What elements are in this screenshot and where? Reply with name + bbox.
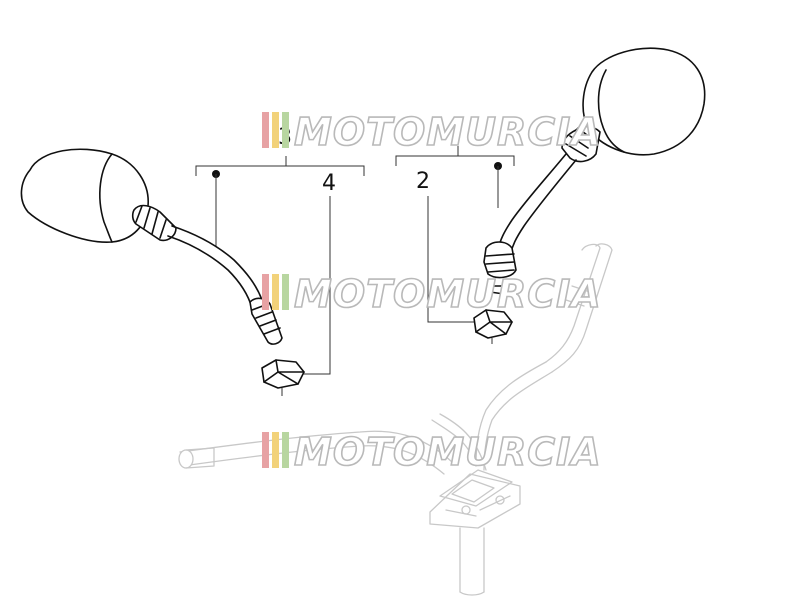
nut-part-2 [473, 309, 513, 344]
watermark-stripe-green [282, 112, 289, 148]
watermark-top: MOTOMURCIA [262, 109, 602, 155]
callout-part-2: 2 [416, 169, 430, 194]
watermark-text: MOTOMURCIA [294, 110, 602, 154]
handlebar-assembly [178, 243, 613, 596]
watermark-stripe-yellow [272, 112, 279, 148]
watermark-text: MOTOMURCIA [294, 430, 602, 474]
watermark-bottom: MOTOMURCIA [262, 429, 602, 475]
watermark-stripe-red [262, 432, 269, 468]
watermark-text: MOTOMURCIA [294, 272, 602, 316]
right-mirror [483, 47, 706, 295]
watermark-stripe-yellow [272, 432, 279, 468]
watermark-stripe-red [262, 112, 269, 148]
nut-part-4 [261, 359, 305, 396]
watermark-stripe-red [262, 274, 269, 310]
left-mirror [20, 148, 283, 345]
callout-part-4: 4 [322, 171, 336, 196]
watermark-stripe-yellow [272, 274, 279, 310]
watermark-stripe-green [282, 274, 289, 310]
watermark-middle: MOTOMURCIA [262, 271, 602, 317]
leader-lines [195, 146, 515, 375]
watermark-stripe-green [282, 432, 289, 468]
